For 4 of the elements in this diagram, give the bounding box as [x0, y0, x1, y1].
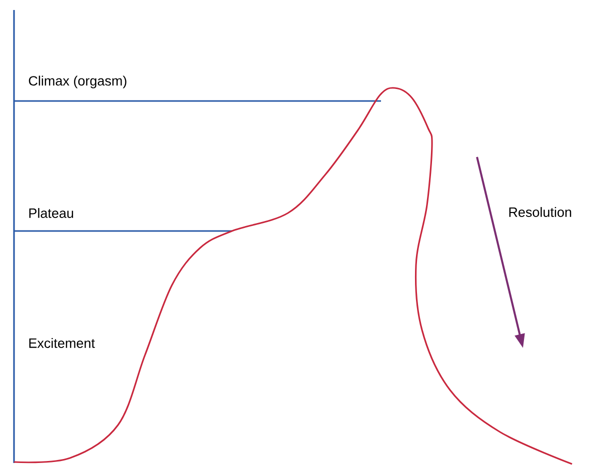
phase-label: Plateau [29, 208, 74, 218]
phase-label: Resolution [509, 207, 572, 217]
phase-label: Climax (orgasm) [28, 76, 126, 88]
phase-label: Excitement [29, 338, 95, 348]
